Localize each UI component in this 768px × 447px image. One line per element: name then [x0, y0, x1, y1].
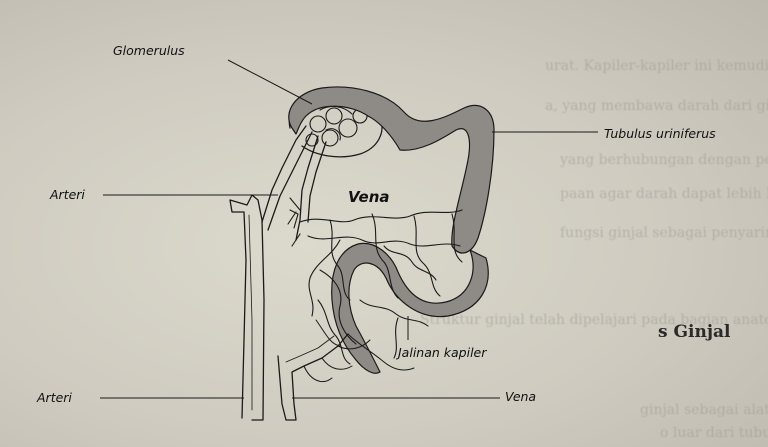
- capillary-strand: [300, 210, 462, 222]
- glomerulus-loop: [326, 108, 342, 124]
- efferent-arteriole: [296, 136, 318, 240]
- afferent-arteriole-outer: [268, 132, 312, 230]
- vein-trunk: [278, 334, 348, 420]
- label-tubulus-uriniferus: Tubulus uriniferus: [604, 127, 716, 141]
- glomerulus-loop: [339, 119, 357, 137]
- capillary-network: [288, 198, 462, 364]
- label-vena-middle: Vena: [348, 190, 390, 204]
- glomerulus-coils: [306, 107, 367, 146]
- label-arteri-top: Arteri: [50, 188, 85, 202]
- afferent-arteriole: [262, 126, 306, 222]
- capillary-strand: [308, 236, 460, 246]
- vein-trunk-inner: [286, 336, 334, 362]
- tubule: [289, 87, 494, 373]
- tubule-proximal: [289, 87, 494, 253]
- label-jalinan-kapiler: Jalinan kapiler: [398, 346, 486, 360]
- capillary-strand: [414, 216, 440, 296]
- leader-glomerulus: [228, 60, 312, 104]
- glomerulus-loop: [310, 116, 326, 132]
- artery-inner-line: [249, 215, 252, 410]
- label-arteri-bottom: Arteri: [37, 391, 72, 405]
- glomerulus-loop: [322, 130, 338, 146]
- label-vena-bottom: Vena: [505, 390, 536, 404]
- artery-vessel: [230, 195, 264, 420]
- label-glomerulus: Glomerulus: [113, 44, 185, 58]
- capillary-strand: [288, 198, 300, 246]
